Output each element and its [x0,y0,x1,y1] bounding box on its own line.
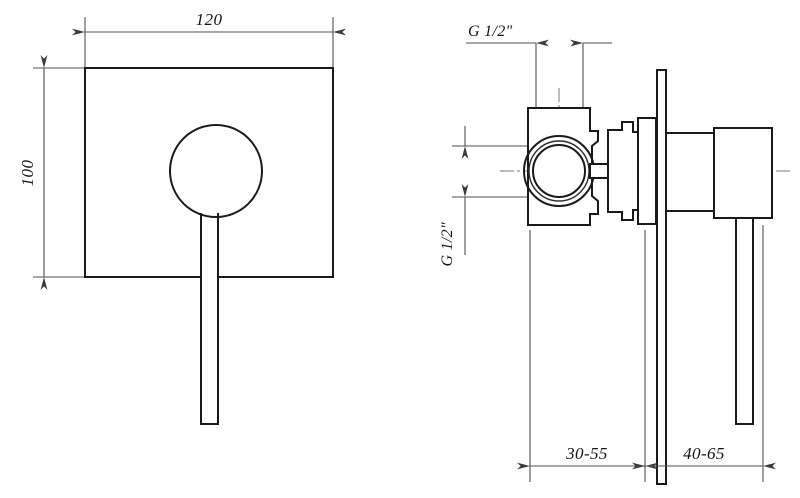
dim-label-thread-side: G 1/2" [439,222,456,267]
side-lever-handle [735,217,754,425]
dim-label-depth-40-65: 40-65 [683,444,725,463]
front-lever-handle [200,204,219,425]
side-inlet-body [527,107,599,226]
dim-label-depth-30-55: 30-55 [565,444,608,463]
side-control-knob [713,127,773,219]
front-view-group: 120 100 [18,10,346,425]
side-escutcheon-plate [656,69,667,485]
dim-label-width-120: 120 [196,10,223,29]
dim-label-height-100: 100 [18,160,37,187]
dim-label-thread-top: G 1/2" [468,23,513,40]
side-flange-disc [637,117,657,225]
side-view-group: G 1/2" G 1/2" [439,23,790,485]
side-body-cylinder [665,132,719,212]
front-control-knob [169,124,263,218]
side-inlet-ring-inner [532,144,586,198]
